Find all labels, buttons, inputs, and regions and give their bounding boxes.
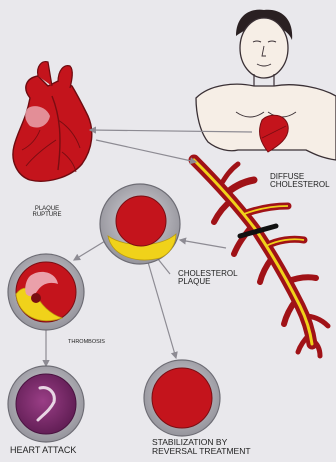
arrow-to-stabilization [148,262,176,358]
arrow-artery-to-crosssection [180,240,226,248]
label-plaque-rupture-text: PLAQUE RUPTURE [32,206,61,218]
label-thrombosis: THROMBOSIS [68,340,105,346]
label-cholesterol-plaque-text: CHOLESTEROL PLAQUE [178,269,237,286]
label-cholesterol-plaque: CHOLESTEROL PLAQUE [178,270,238,287]
heart-illustration [13,62,92,182]
label-stabilization: STABILIZATION BY REVERSAL TREATMENT [152,438,251,456]
label-diffuse-cholesterol: DIFFUSE CHOLESTEROL [270,173,336,190]
human-torso-figure [196,10,336,160]
label-plaque-rupture: PLAQUE RUPTURE [30,206,64,219]
cross-section-stabilization [144,360,220,436]
label-diffuse-text: DIFFUSE CHOLESTEROL [270,172,330,189]
label-thrombosis-text: THROMBOSIS [68,339,105,345]
label-stabilization-line2: REVERSAL TREATMENT [152,447,251,456]
arrow-heart-to-artery [96,140,196,162]
cross-section-plaque [100,184,180,264]
cross-section-rupture [8,254,84,330]
label-heart-attack-text: HEART ATTACK [10,445,76,455]
label-heart-attack: HEART ATTACK [10,446,76,455]
cross-section-heart-attack [8,366,84,442]
